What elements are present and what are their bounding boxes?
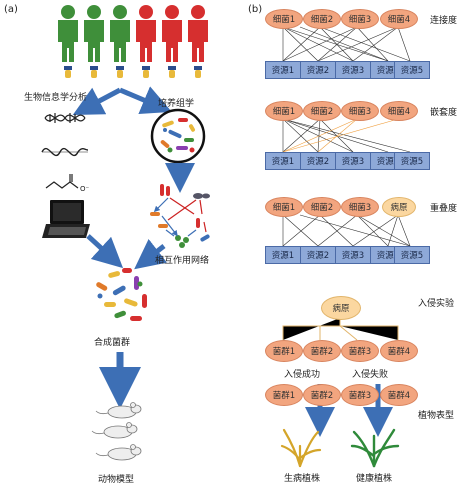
bacteria-node: 细菌3 (341, 197, 379, 217)
laptop-icon (42, 200, 90, 238)
arrow-laptop-to-syncom (86, 234, 124, 269)
resource-box: 资源1 (265, 152, 301, 170)
bacteria-node: 细菌2 (303, 9, 341, 29)
resource-box: 资源1 (265, 61, 301, 79)
community-node: 菌群2 (303, 384, 341, 406)
bacteria-node: 细菌4 (380, 9, 418, 29)
healthy-plant-label: 健康植株 (356, 474, 393, 484)
community-node: 菌群4 (380, 384, 418, 406)
arrow-to-culturomics (119, 86, 172, 115)
resource-box: 资源3 (335, 152, 371, 170)
resource-box: 资源1 (265, 246, 301, 264)
resource-box: 资源2 (300, 61, 336, 79)
pathogen-node: 病原 (321, 296, 361, 320)
wave-icon (41, 147, 89, 157)
bioinfo-label: 生物信息学分析 (24, 93, 88, 103)
healthy-plant-icon (350, 428, 400, 468)
plant-phenotype-label: 植物表型 (418, 411, 455, 421)
resource-box: 资源3 (335, 246, 371, 264)
svg-text:O⁻: O⁻ (80, 185, 90, 193)
arrow-to-bioinfo (72, 87, 122, 116)
nestedness-label: 嵌套度 (430, 108, 458, 118)
resource-box: 资源2 (300, 246, 336, 264)
animal-model-label: 动物模型 (98, 475, 135, 485)
invasion-fail-label: 入侵失败 (352, 370, 389, 380)
bacteria-node: 细菌1 (265, 197, 303, 217)
arrow-network-to-syncom (134, 238, 168, 270)
panel-b-tag: (b) (248, 4, 263, 15)
petri-dish-icon (150, 108, 206, 164)
molecule-icon: O⁻ (45, 174, 90, 193)
bacteria-node: 细菌2 (303, 197, 341, 217)
invasion-experiment-label: 入侵实验 (418, 299, 455, 309)
invasion-success-label: 入侵成功 (284, 370, 321, 380)
mouse-icons (91, 402, 142, 461)
community-node: 菌群1 (265, 340, 303, 362)
nestedness-edges (282, 118, 411, 153)
bacteria-node: 细菌3 (341, 101, 379, 121)
resource-box: 资源3 (335, 61, 371, 79)
diseased-plant-label: 生病植株 (284, 474, 321, 484)
overlap-label: 重叠度 (430, 204, 458, 214)
network-label: 相互作用网络 (155, 256, 210, 266)
community-node: 菌群1 (265, 384, 303, 406)
resource-box: 资源2 (300, 152, 336, 170)
resource-box: 资源5 (394, 61, 430, 79)
resource-box: 资源5 (394, 246, 430, 264)
community-node: 菌群3 (341, 340, 379, 362)
connectivity-edges (282, 26, 411, 62)
pathogen-node: 病原 (382, 197, 416, 217)
invasion-edges (282, 318, 399, 341)
diseased-plant-icon (280, 428, 322, 468)
synthetic-community-label: 合成菌群 (94, 338, 131, 348)
synthetic-community-icon (96, 268, 147, 321)
network-icon (150, 184, 210, 248)
people-icons (58, 5, 208, 62)
bacteria-node: 细菌2 (303, 101, 341, 121)
sample-tubes (64, 66, 202, 78)
community-node: 菌群2 (303, 340, 341, 362)
panel-a-tag: (a) (4, 4, 18, 15)
dna-icon (44, 113, 86, 123)
bacteria-node: 细菌3 (341, 9, 379, 29)
culturomics-label: 培养组学 (158, 99, 195, 109)
bacteria-node: 细菌4 (380, 101, 418, 121)
bacteria-node: 细菌1 (265, 9, 303, 29)
connectivity-label: 连接度 (430, 16, 458, 26)
resource-box: 资源5 (394, 152, 430, 170)
community-node: 菌群3 (341, 384, 379, 406)
bacteria-node: 细菌1 (265, 101, 303, 121)
community-node: 菌群4 (380, 340, 418, 362)
overlap-edges (282, 214, 411, 247)
